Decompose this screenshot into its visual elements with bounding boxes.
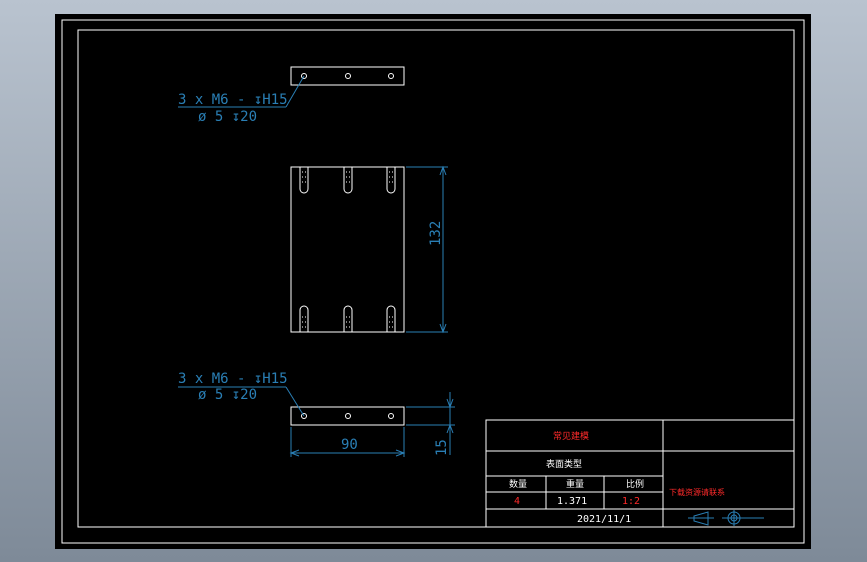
header-quantity: 数量 xyxy=(509,478,527,490)
dim-arrow xyxy=(439,165,447,176)
outer-frame xyxy=(61,19,805,544)
front-view xyxy=(290,166,405,333)
top-callout-leader xyxy=(285,75,305,108)
bottom-callout-leader xyxy=(285,386,305,417)
slot-mark xyxy=(386,167,396,194)
hole-mark xyxy=(301,413,307,419)
drawing-number: 下载资源请联系 xyxy=(669,487,725,497)
top-view-outline xyxy=(290,66,405,86)
value-weight: 1.371 xyxy=(557,496,587,507)
height-dimension xyxy=(406,165,448,334)
thickness-dimension xyxy=(406,392,455,455)
slot-mark xyxy=(343,305,353,332)
part-name: 表面类型 xyxy=(546,458,582,470)
projection-symbol-icon xyxy=(688,510,764,526)
hole-mark xyxy=(388,73,394,79)
top-callout xyxy=(178,75,305,108)
hole-mark xyxy=(345,413,351,419)
drawing-sheet xyxy=(55,14,811,549)
dim-arrow xyxy=(446,423,454,434)
dim-arrow xyxy=(439,323,447,334)
value-quantity: 4 xyxy=(514,496,520,507)
width-dimension-text: 90 xyxy=(341,437,358,453)
company-name: 常见建模 xyxy=(553,430,589,442)
front-view-outline xyxy=(290,166,405,333)
projection-cone xyxy=(693,511,709,526)
hole-mark xyxy=(345,73,351,79)
top-callout-line2: ø 5 ↧20 xyxy=(198,109,257,125)
hole-mark xyxy=(301,73,307,79)
dim-arrow xyxy=(446,398,454,409)
slot-mark xyxy=(343,167,353,194)
title-block xyxy=(485,419,795,528)
dim-arrow xyxy=(395,449,406,457)
bottom-view xyxy=(290,406,405,426)
value-scale: 1:2 xyxy=(622,496,640,507)
top-callout-line1: 3 x M6 - ↧H15 xyxy=(178,92,288,108)
dim-arrow xyxy=(289,449,300,457)
bottom-callout xyxy=(178,386,305,417)
height-dimension-text: 132 xyxy=(428,221,444,246)
header-weight: 重量 xyxy=(566,478,584,490)
title-block-border xyxy=(485,419,795,528)
bottom-view-outline xyxy=(290,406,405,426)
slot-mark xyxy=(299,305,309,332)
drawing-date: 2021/11/1 xyxy=(577,514,631,525)
slot-mark xyxy=(299,167,309,194)
thickness-dimension-text: 15 xyxy=(434,439,450,456)
header-scale: 比例 xyxy=(626,478,644,490)
bottom-callout-line2: ø 5 ↧20 xyxy=(198,387,257,403)
top-view xyxy=(290,66,405,86)
inner-frame xyxy=(77,29,795,528)
width-dimension xyxy=(289,427,406,457)
bottom-callout-line1: 3 x M6 - ↧H15 xyxy=(178,371,288,387)
slot-mark xyxy=(386,305,396,332)
hole-mark xyxy=(388,413,394,419)
